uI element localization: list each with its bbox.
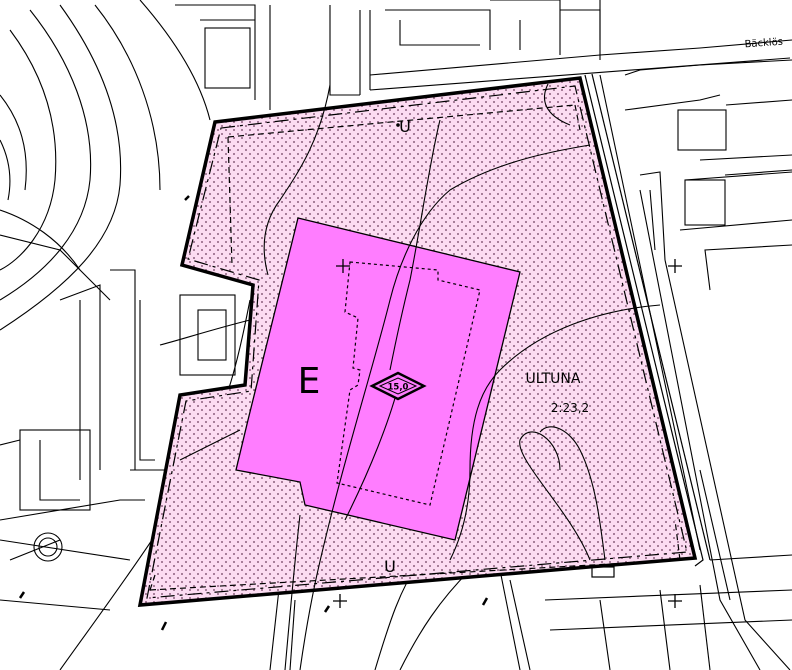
street-name-label: Bäcklös: [744, 37, 783, 51]
plan-area-linework: [159, 83, 661, 670]
u-label-bottom: U: [384, 557, 396, 576]
grid-cross-1: [336, 259, 350, 273]
grid-marks: [333, 259, 682, 608]
survey-point: [396, 123, 400, 127]
road-edge: [584, 74, 704, 567]
zone-code-label: E: [298, 361, 321, 402]
plan-boundary: [137, 76, 698, 607]
property-number-label: 2:23,2: [551, 401, 589, 415]
height-marker: 15,0: [369, 371, 427, 401]
building-footprint: [336, 261, 481, 506]
culvert-symbol: [591, 566, 615, 578]
grid-cross-4: [668, 594, 682, 608]
building-area: [235, 217, 521, 541]
property-name-label: ULTUNA: [526, 371, 581, 387]
height-value: 15,0: [388, 383, 409, 393]
plan-boundary-inner: [146, 85, 688, 599]
tick-marks: [18, 195, 489, 631]
road-edge-outer: [591, 73, 711, 561]
grid-cross-2: [668, 259, 682, 273]
u-label-top: U: [399, 117, 411, 136]
grid-cross-3: [333, 594, 347, 608]
